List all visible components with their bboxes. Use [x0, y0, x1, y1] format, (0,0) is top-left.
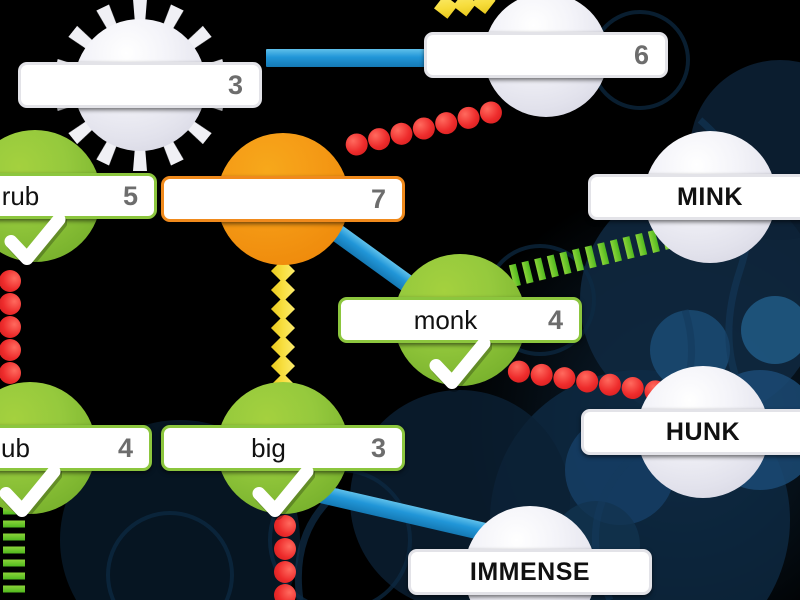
node-number: 3: [370, 432, 386, 463]
node-label-n-mink[interactable]: MINK: [588, 174, 800, 220]
node-label-n-rub-5[interactable]: rub 5: [0, 173, 157, 219]
node-word: IMMENSE: [469, 557, 591, 586]
node-label-n-big-3[interactable]: big 3: [161, 425, 405, 471]
node-number: 7: [370, 183, 386, 214]
node-label-n-immense[interactable]: IMMENSE: [408, 549, 652, 595]
node-label-n-hunk[interactable]: HUNK: [581, 409, 800, 455]
node-number: 5: [122, 180, 138, 211]
node-number: 4: [547, 304, 563, 335]
node-word: rub: [1, 180, 40, 211]
edge-solid-blue: [266, 49, 432, 67]
node-word: ub: [1, 432, 30, 463]
node-word: HUNK: [665, 417, 741, 446]
node-label-n-orange-7[interactable]: 7: [161, 176, 405, 222]
node-number: 3: [227, 69, 243, 100]
node-word: MINK: [677, 182, 743, 211]
node-label-n-top-spiked[interactable]: 3: [18, 62, 262, 108]
node-word: monk: [413, 304, 478, 335]
node-label-n-rub-4[interactable]: ub 4: [0, 425, 152, 471]
node-label-n-monk-4[interactable]: monk 4: [338, 297, 582, 343]
node-label-n-top-right[interactable]: 6: [424, 32, 668, 78]
background-blob: [741, 296, 800, 364]
node-number: 6: [633, 39, 649, 70]
node-number: 4: [117, 432, 133, 463]
node-word: big: [251, 432, 286, 463]
